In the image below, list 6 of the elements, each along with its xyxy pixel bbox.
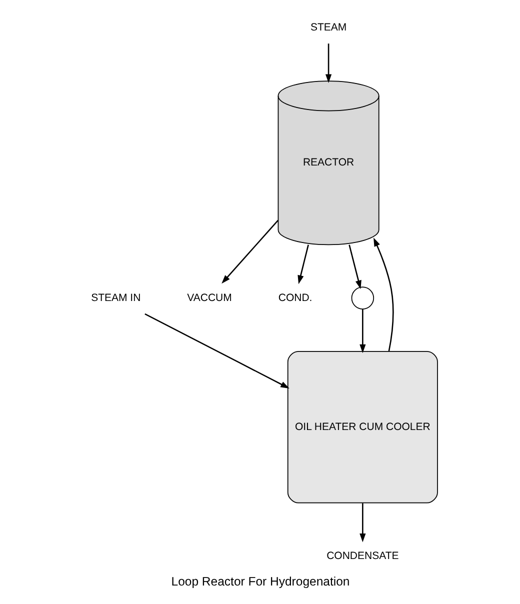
node-text: VACCUM — [186, 292, 232, 304]
caption: Loop Reactor For Hydrogenation — [170, 574, 350, 588]
node-text: STEAM — [310, 21, 346, 34]
node-text: STEAM IN — [90, 292, 140, 304]
node-text: CONDENSATE — [326, 550, 398, 562]
node-text: COND. — [278, 292, 312, 304]
